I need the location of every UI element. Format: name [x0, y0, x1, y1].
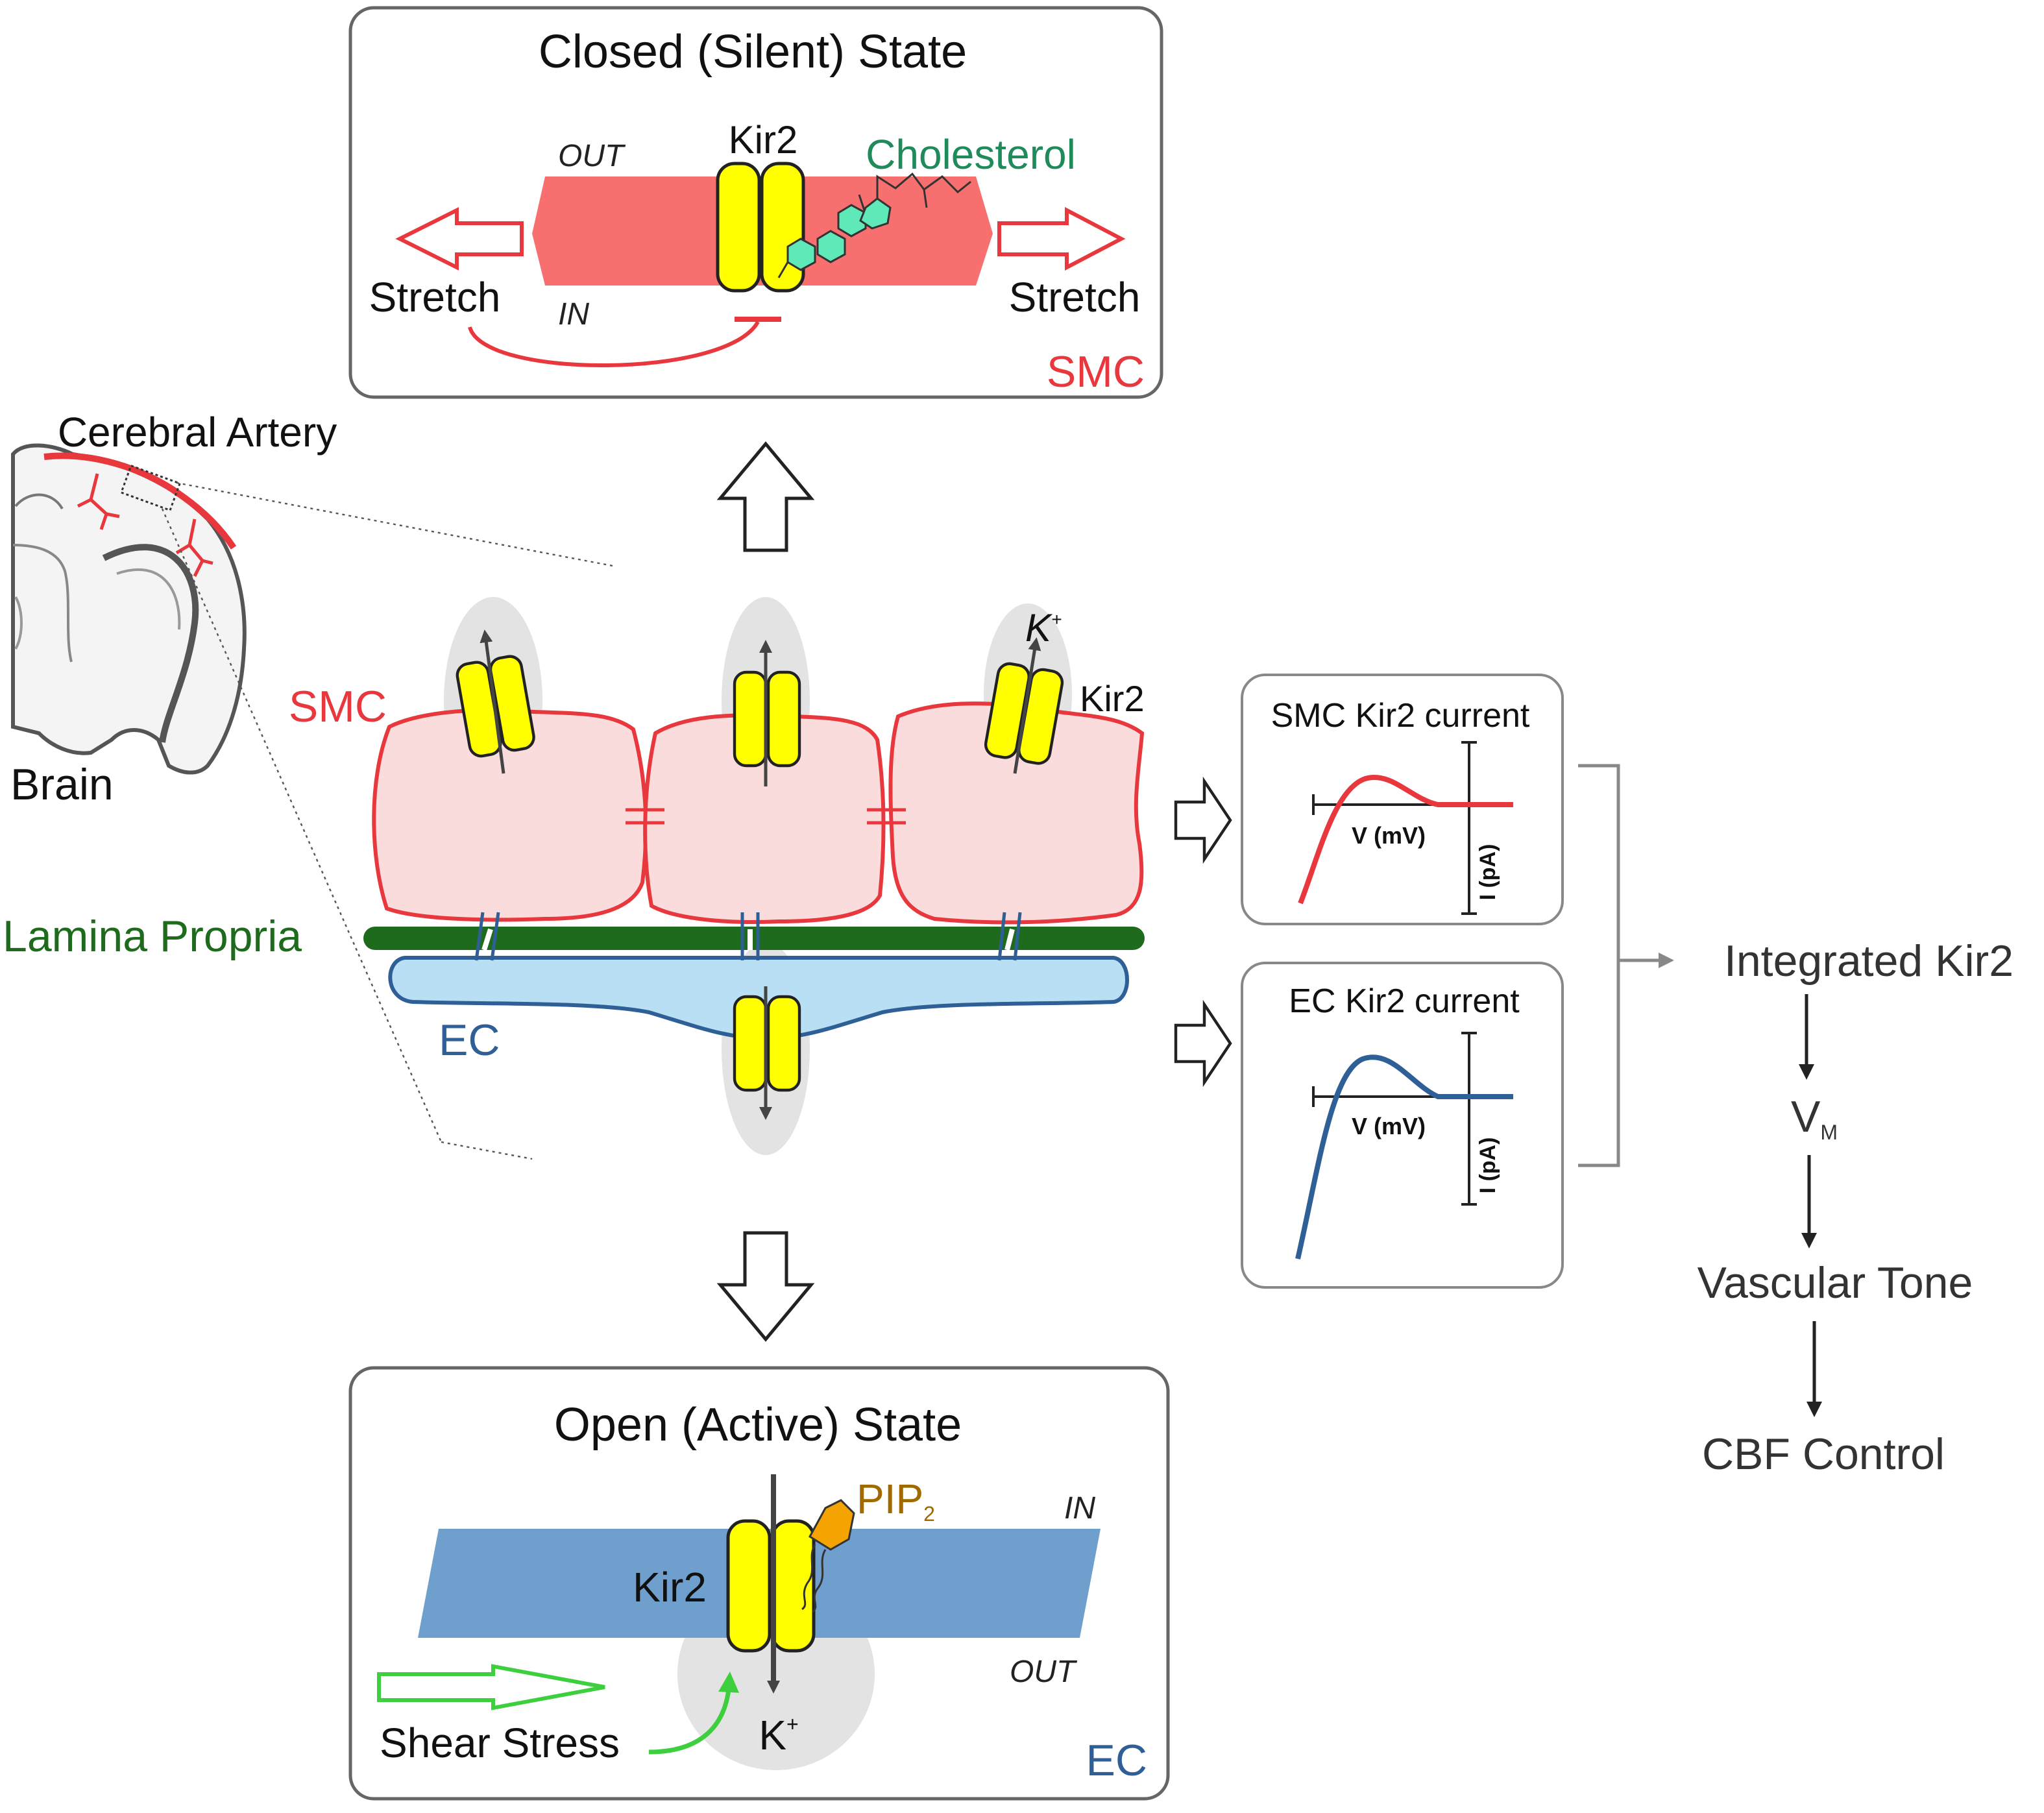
closed-state-title: Closed (Silent) State: [539, 26, 967, 78]
stretch-right-arrow: [997, 207, 1126, 271]
lamina-propria-label: Lamina Propria: [3, 912, 302, 961]
cascade-vascular-tone: Vascular Tone: [1697, 1258, 1973, 1308]
closed-state-panel: Closed (Silent) State OUT IN Kir2 Choles…: [348, 6, 1163, 399]
vessel-wall: [363, 597, 1145, 1155]
cholesterol-label: Cholesterol: [866, 131, 1076, 178]
open-state-panel: Open (Active) State PIP2 IN OUT Kir2 She…: [348, 1366, 1170, 1801]
open-kir2-channel: [726, 1519, 816, 1653]
ec-iv-curve: [1295, 1054, 1513, 1259]
shear-activation-arrow: [648, 1672, 740, 1755]
shear-stress-arrow: [377, 1664, 605, 1710]
to-ec-plot-arrow: [1174, 999, 1232, 1088]
closed-kir2-channel: [716, 162, 805, 293]
smc-iv-xlabel: V (mV): [1352, 822, 1426, 849]
shear-stress-label: Shear Stress: [380, 1720, 620, 1766]
cerebral-artery-label: Cerebral Artery: [58, 409, 337, 456]
ec-iv-plot: EC Kir2 current V (mV) I (pA): [1241, 962, 1564, 1289]
ec-iv-xlabel: V (mV): [1352, 1113, 1426, 1139]
cascade-integrated-kir2: Integrated Kir2: [1724, 936, 2014, 986]
cascade-vm: VM: [1791, 1092, 1838, 1144]
closed-in-label: IN: [558, 297, 589, 332]
closed-out-label: OUT: [558, 139, 626, 173]
smc-iv-curve: [1298, 775, 1513, 905]
open-state-title: Open (Active) State: [554, 1399, 962, 1451]
vessel-kir2-label: Kir2: [1080, 678, 1145, 719]
integration-bracket: [1578, 764, 1620, 1167]
stretch-right-label: Stretch: [1009, 274, 1141, 321]
smc-iv-title: SMC Kir2 current: [1271, 697, 1530, 735]
cascade-cbf-control: CBF Control: [1702, 1430, 1945, 1479]
cascade-flow: Integrated Kir2 VM Vascular Tone CBF Con…: [1697, 936, 2014, 1479]
brain-label: Brain: [10, 760, 114, 809]
ec-label: EC: [439, 1016, 500, 1065]
stretch-left-label: Stretch: [369, 274, 501, 321]
pip2-molecule: [801, 1499, 855, 1613]
smc-iv-ylabel: I (pA): [1476, 844, 1500, 901]
ec-iv-title: EC Kir2 current: [1289, 982, 1520, 1020]
smc-iv-plot: SMC Kir2 current V (mV) I (pA): [1241, 674, 1564, 925]
cholesterol-molecule: [777, 172, 971, 278]
down-arrow: [716, 1231, 815, 1342]
ec-kir2-channel: [733, 995, 801, 1092]
open-out-label: OUT: [1010, 1655, 1078, 1689]
smc-kir2-channel-3: [984, 662, 1064, 765]
closed-cell-label: SMC: [1047, 347, 1145, 396]
open-ion-label: K+: [759, 1712, 798, 1758]
to-smc-plot-arrow: [1174, 776, 1232, 864]
open-in-label: IN: [1064, 1491, 1095, 1526]
lamina-propria-band: [363, 927, 1145, 950]
pip2-label: PIP2: [857, 1476, 935, 1526]
open-kir2-label: Kir2: [633, 1564, 707, 1611]
cerebral-artery-vessel: [43, 452, 237, 550]
stretch-inhibition-arrow: [468, 321, 760, 367]
smc-label: SMC: [289, 682, 387, 731]
open-cell-label: EC: [1086, 1736, 1147, 1785]
brain-illustration: [11, 443, 613, 1160]
ec-iv-ylabel: I (pA): [1476, 1138, 1500, 1194]
stretch-left-arrow: [395, 207, 524, 271]
up-arrow: [716, 441, 815, 552]
closed-kir2-label: Kir2: [729, 118, 798, 162]
smc-kir2-channel-1: [456, 655, 535, 758]
vessel-ion-label: K+: [1025, 606, 1062, 650]
